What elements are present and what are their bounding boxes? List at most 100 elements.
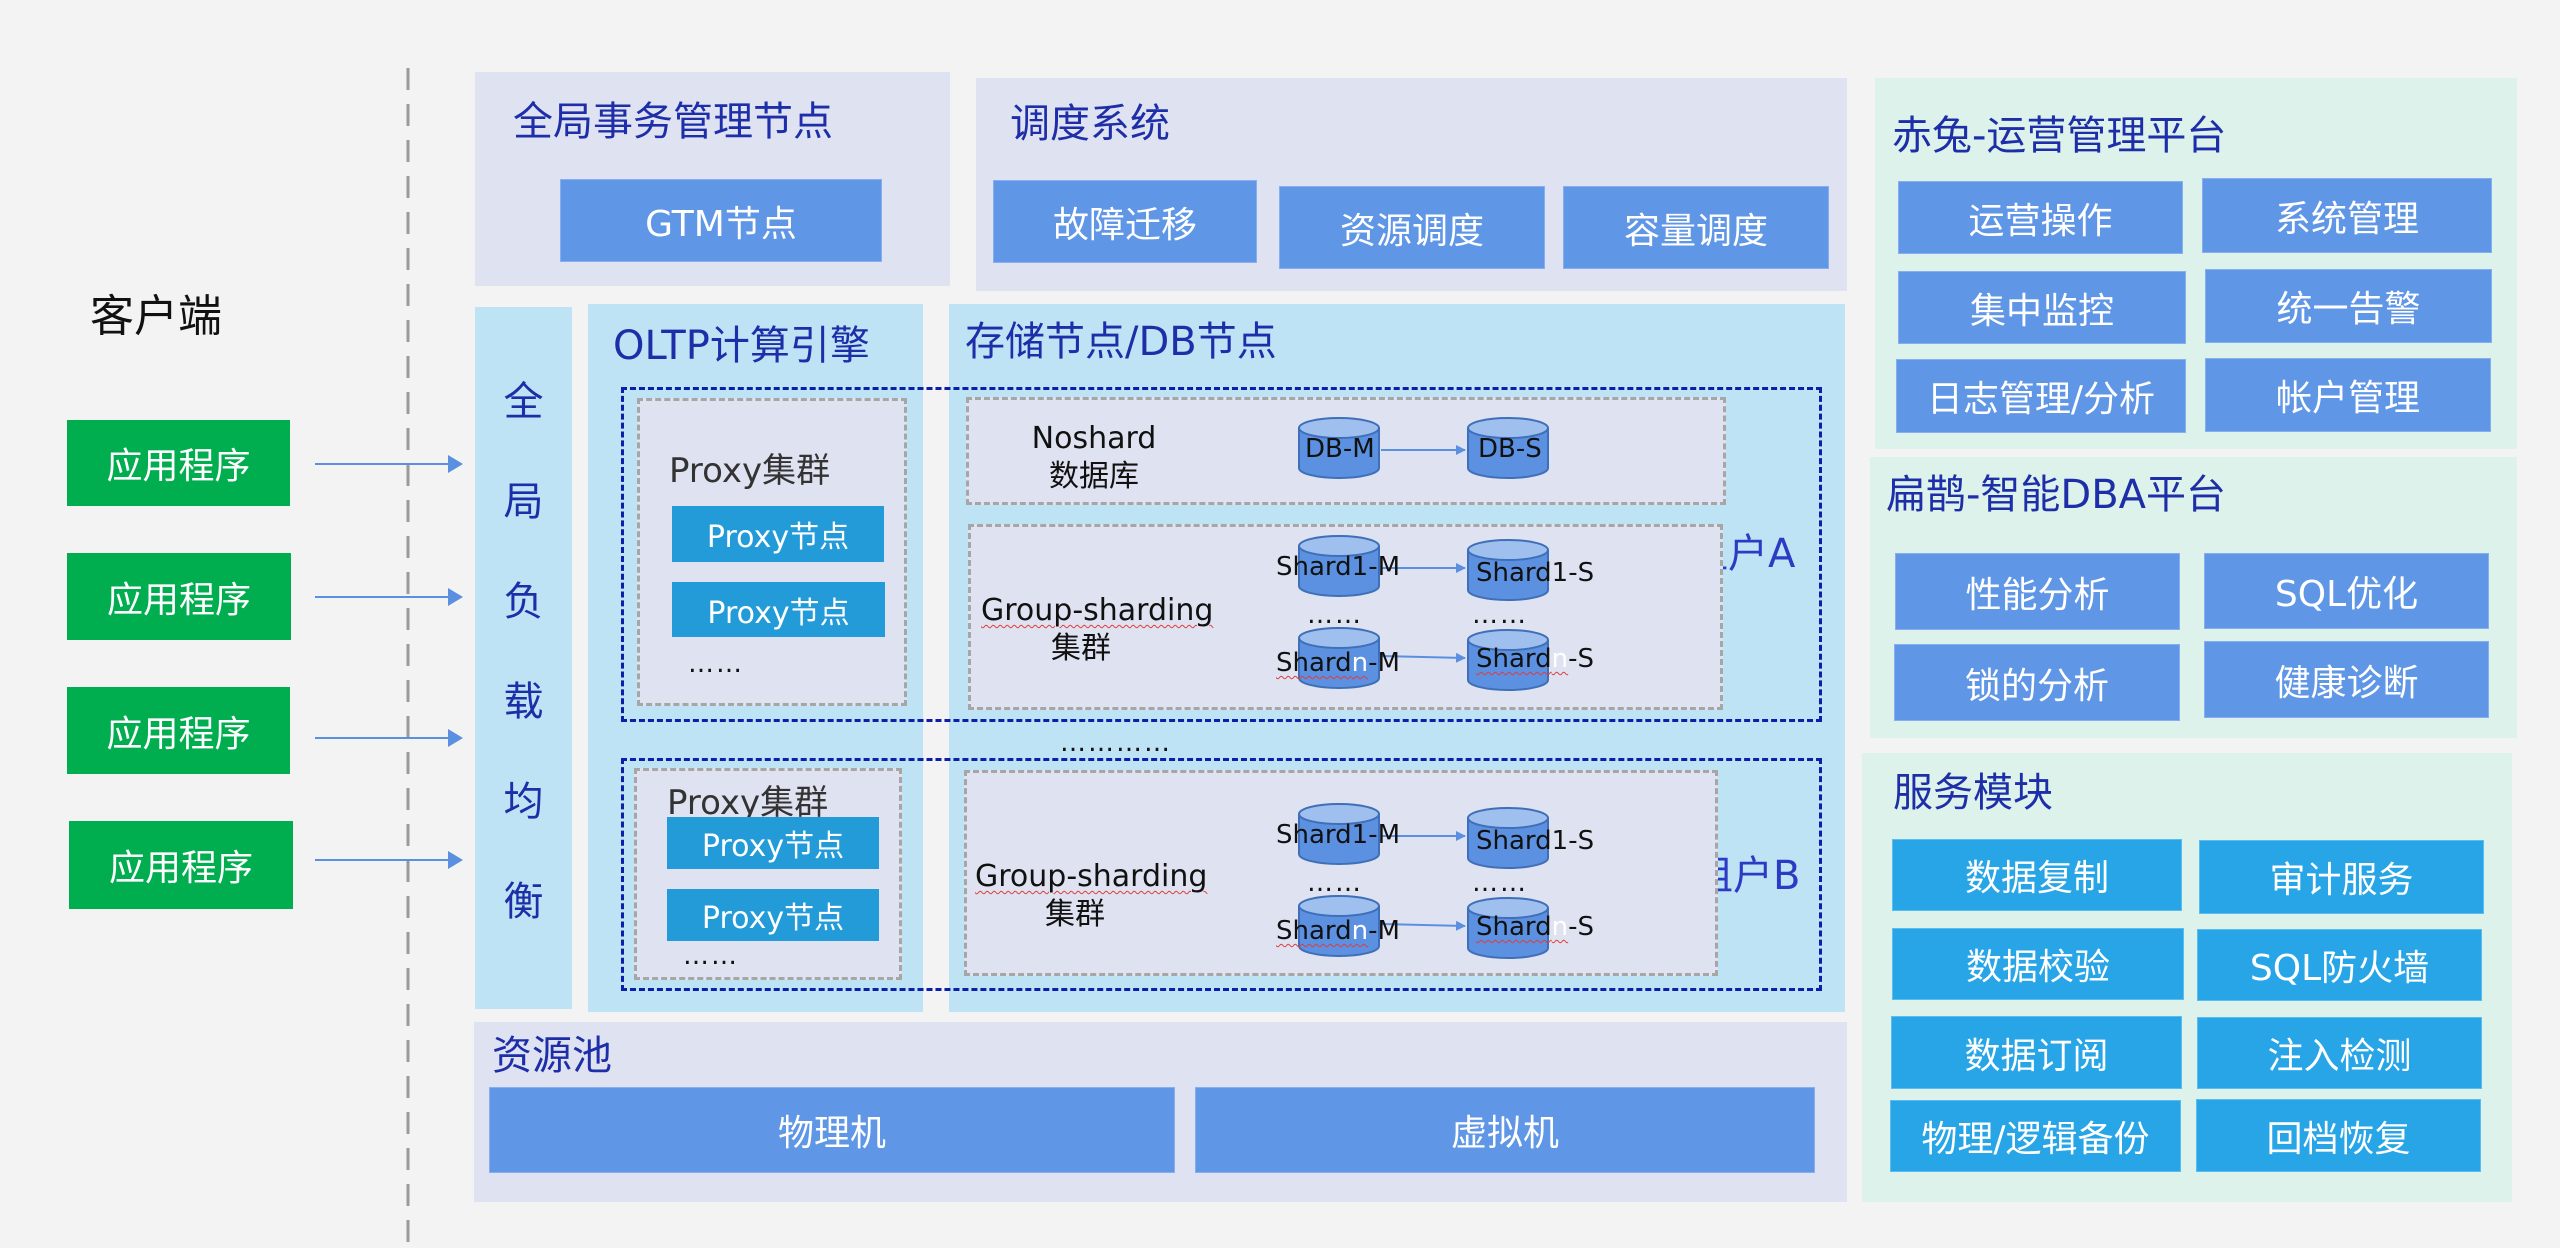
global-load-balancer[interactable]: 全 局 负 载 均 衡 — [475, 307, 572, 1009]
tenant-b-shard1-master-label-part: Shard1-M — [1276, 820, 1401, 850]
tenant-b-shardn-master-label-part: n — [1351, 916, 1369, 946]
db-slave-cylinder[interactable] — [1467, 417, 1549, 479]
app-box-3[interactable]: 应用程序 — [67, 687, 290, 774]
proxy-cluster-title: Proxy集群 — [667, 783, 829, 823]
app-arrow-4 — [315, 851, 463, 869]
tenant-a-shardn-slave-label: Shardn-S — [1476, 646, 1594, 672]
tenant-a-shard1-slave-label-part: Shard1-S — [1476, 558, 1595, 588]
proxy-more: …… — [683, 941, 739, 971]
app-box-4[interactable]: 应用程序 — [69, 821, 293, 909]
chitu-system[interactable]: 系统管理 — [2202, 178, 2492, 253]
db-master-label-part: DB-M — [1305, 434, 1375, 464]
bianque-health[interactable]: 健康诊断 — [2204, 641, 2489, 718]
resource-pool-title: 资源池 — [492, 1033, 612, 1079]
tenant-b-shardn-slave-label-part: n — [1551, 912, 1569, 942]
proxy-node[interactable]: Proxy节点 — [667, 889, 879, 941]
tenant-a-shardn-slave[interactable] — [1467, 629, 1549, 691]
tenant-b-shardn-slave-label-part: Shard — [1476, 912, 1552, 942]
scheduler-failover[interactable]: 故障迁移 — [993, 180, 1257, 263]
group-sharding-title-line1: Group-sharding — [981, 592, 1213, 630]
bianque-sql-optimize[interactable]: SQL优化 — [2204, 553, 2489, 629]
tenant-a-shard1-master-label: Shard1-M — [1276, 554, 1400, 580]
chitu-alert[interactable]: 统一告警 — [2205, 269, 2492, 343]
service-audit[interactable]: 审计服务 — [2199, 840, 2484, 914]
proxy-more: …… — [688, 649, 744, 679]
tenant-a-shardn-master[interactable] — [1298, 627, 1380, 689]
service-sql-firewall[interactable]: SQL防火墙 — [2197, 929, 2482, 1001]
bianque-lock-analysis[interactable]: 锁的分析 — [1894, 644, 2180, 721]
proxy-cluster-title: Proxy集群 — [669, 451, 831, 491]
tenant-b-proxy-cluster: Proxy集群 Proxy节点 Proxy节点 …… — [634, 768, 902, 980]
service-injection-detect[interactable]: 注入检测 — [2197, 1017, 2482, 1089]
virtual-machine[interactable]: 虚拟机 — [1195, 1087, 1815, 1173]
group-sharding-title-line2: 集群 — [1051, 630, 1111, 666]
service-replication[interactable]: 数据复制 — [1892, 839, 2182, 911]
resource-pool-panel: 资源池 物理机 虚拟机 — [474, 1022, 1847, 1202]
replication-arrow — [1380, 652, 1466, 663]
storage-title: 存储节点/DB节点 — [965, 319, 1277, 365]
lb-char: 全 — [503, 379, 544, 425]
tenant-a-shardn-slave-label-part: -S — [1568, 644, 1595, 674]
oltp-title: OLTP计算引擎 — [613, 323, 870, 369]
noshard-title: Noshard 数据库 — [1009, 420, 1179, 495]
service-verify[interactable]: 数据校验 — [1892, 928, 2184, 1000]
tenant-a-slave-more: …… — [1472, 600, 1528, 630]
app-arrow-1 — [315, 455, 463, 473]
services-title: 服务模块 — [1893, 770, 2053, 816]
scheduler-resource[interactable]: 资源调度 — [1279, 186, 1545, 269]
gtm-node[interactable]: GTM节点 — [560, 179, 882, 262]
app-arrow-3 — [315, 729, 463, 747]
app-box-1[interactable]: 应用程序 — [67, 420, 290, 506]
tenant-a-shard1-master[interactable] — [1298, 535, 1380, 597]
tenant-b-shardn-master-label: Shardn-M — [1276, 918, 1400, 944]
group-sharding-title-line1: Group-sharding — [975, 858, 1207, 896]
chitu-log[interactable]: 日志管理/分析 — [1896, 359, 2186, 433]
tenant-b-shardn-master[interactable] — [1298, 895, 1380, 957]
lb-char: 衡 — [503, 879, 544, 925]
bianque-performance[interactable]: 性能分析 — [1895, 553, 2180, 630]
tenant-b-group — [621, 758, 1822, 991]
tenant-b-shardn-master-label-part: -M — [1368, 916, 1400, 946]
replication-arrow — [1380, 920, 1466, 931]
tenant-b-shardn-slave-label: Shardn-S — [1476, 914, 1594, 940]
proxy-node[interactable]: Proxy节点 — [672, 582, 885, 637]
physical-machine[interactable]: 物理机 — [489, 1087, 1175, 1173]
tenant-b-shardn-slave[interactable] — [1467, 897, 1549, 959]
tenant-a-shardn-slave-label-part: Shard — [1476, 644, 1552, 674]
tenant-a-shardn-master-label: Shardn-M — [1276, 650, 1400, 676]
db-master-label: DB-M — [1305, 436, 1375, 462]
scheduler-title: 调度系统 — [1010, 101, 1170, 147]
lb-char: 局 — [503, 479, 544, 525]
tenant-b-master-more: …… — [1307, 868, 1363, 898]
tenant-b-shard1-master[interactable] — [1298, 803, 1380, 865]
chitu-panel: 赤兔-运营管理平台 运营操作 系统管理 集中监控 统一告警 日志管理/分析 帐户… — [1875, 78, 2517, 449]
services-panel: 服务模块 数据复制 审计服务 数据校验 SQL防火墙 数据订阅 注入检测 物理/… — [1862, 753, 2512, 1202]
tenant-a-shardn-slave-label-part: n — [1551, 644, 1569, 674]
service-subscription[interactable]: 数据订阅 — [1891, 1016, 2182, 1089]
group-sharding-title-line2: 集群 — [1045, 896, 1105, 932]
tenant-a-master-more: …… — [1307, 600, 1363, 630]
service-rollback[interactable]: 回档恢复 — [2196, 1099, 2481, 1172]
db-slave-label: DB-S — [1478, 436, 1542, 462]
chitu-ops[interactable]: 运营操作 — [1898, 181, 2183, 254]
tenant-a-shard1-slave[interactable] — [1467, 539, 1549, 601]
lb-char: 均 — [503, 779, 544, 825]
proxy-node[interactable]: Proxy节点 — [672, 506, 884, 562]
group-sharding-title: Group-sharding 集群 — [975, 858, 1207, 933]
chitu-account[interactable]: 帐户管理 — [2205, 358, 2491, 432]
tenant-b-shard1-slave[interactable] — [1467, 807, 1549, 869]
client-title: 客户端 — [90, 291, 222, 342]
tenant-a-shardn-master-label-part: n — [1351, 648, 1369, 678]
service-backup[interactable]: 物理/逻辑备份 — [1890, 1100, 2181, 1172]
noshard-title-line2: 数据库 — [1049, 458, 1139, 494]
tenant-a-proxy-cluster: Proxy集群 Proxy节点 Proxy节点 …… — [637, 398, 907, 706]
proxy-node[interactable]: Proxy节点 — [667, 817, 879, 869]
tenant-b-shard1-slave-label-part: Shard1-S — [1476, 826, 1595, 856]
chitu-monitor[interactable]: 集中监控 — [1898, 271, 2186, 344]
app-box-2[interactable]: 应用程序 — [67, 553, 291, 640]
db-master-cylinder[interactable] — [1298, 417, 1380, 479]
lb-char: 负 — [503, 579, 544, 625]
bianque-panel: 扁鹊-智能DBA平台 性能分析 SQL优化 锁的分析 健康诊断 — [1870, 457, 2517, 738]
scheduler-capacity[interactable]: 容量调度 — [1563, 186, 1829, 269]
